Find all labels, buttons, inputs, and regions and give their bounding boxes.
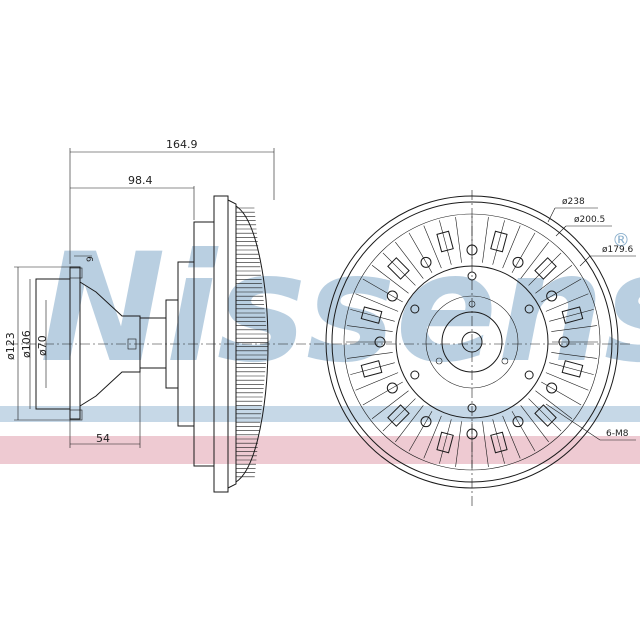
radial-fin [371, 390, 409, 419]
radial-fin [492, 220, 505, 265]
radial-fin [408, 232, 433, 273]
radial-fin [355, 372, 399, 391]
fin-block [490, 431, 508, 454]
fin-block [436, 230, 454, 253]
watermark-logo: Nissens [40, 222, 640, 396]
hub-hole [435, 357, 443, 365]
radial-fin [371, 265, 409, 294]
fin-block [360, 306, 383, 324]
watermark-registered-mark: ® [612, 230, 630, 251]
radial-fin [350, 362, 395, 375]
radial-fin [362, 278, 403, 303]
radial-fin [549, 362, 594, 375]
dim-flange-diameter: ø123 [4, 332, 17, 360]
dim-pilot-diameter: ø70 [36, 335, 49, 356]
dim-base-length: 54 [96, 432, 110, 445]
radial-fin [511, 411, 536, 452]
outer-rim [325, 195, 619, 489]
fin-boss [546, 382, 558, 394]
front-view: ø238 ø200.5 ø179.6 6-M8 [325, 190, 636, 506]
bolt-hole [524, 370, 534, 380]
fin-block [534, 257, 557, 280]
radial-fin [551, 325, 597, 332]
fin-block [561, 306, 584, 324]
bolt-hole [410, 370, 420, 380]
bolt-hole [467, 271, 477, 281]
radial-fin [528, 398, 562, 432]
radial-fin [492, 419, 505, 464]
fin-boss [512, 256, 524, 268]
dim-flange-thickness: 9 [86, 256, 96, 262]
radial-fin [502, 415, 521, 459]
radial-fin [423, 225, 442, 269]
radial-fin [482, 217, 489, 263]
fin-block [387, 404, 410, 427]
radial-fin [347, 352, 393, 359]
fin-boss [466, 244, 478, 256]
radial-fin [528, 252, 562, 286]
center-body [395, 265, 549, 419]
fin-boss [546, 290, 558, 302]
radial-fin [545, 293, 589, 312]
radial-fin [395, 405, 424, 443]
radial-fin [541, 278, 582, 303]
hub-hole [468, 300, 476, 308]
radial-fin [535, 390, 573, 419]
radial-fin [408, 411, 433, 452]
fin-boss [420, 416, 432, 428]
bolt-hole [524, 304, 534, 314]
radial-fin [382, 252, 416, 286]
fin-boss [466, 428, 478, 440]
radial-fin [439, 419, 452, 464]
watermark-stripe-pink [0, 436, 640, 464]
fin-boss [420, 256, 432, 268]
dim-bolt-circle: ø106 [20, 330, 33, 358]
fin-boss [386, 290, 398, 302]
radial-fin [355, 293, 399, 312]
fin-block [436, 431, 454, 454]
radial-fin [535, 265, 573, 294]
radial-fin [395, 241, 424, 279]
dim-hub-length: 98.4 [128, 174, 153, 187]
radial-fin [549, 309, 594, 322]
fin-block [360, 360, 383, 378]
radial-fin [551, 352, 597, 359]
radial-fin [439, 220, 452, 265]
radial-fin [502, 225, 521, 269]
radial-fin [482, 421, 489, 467]
fin-block [387, 257, 410, 280]
fin-boss [374, 336, 386, 348]
fin-block [490, 230, 508, 253]
bolt-hole [410, 304, 420, 314]
fin-boss [512, 416, 524, 428]
fin-boss [386, 382, 398, 394]
hub-hole [501, 357, 509, 365]
radial-fin [520, 241, 549, 279]
radial-fin [347, 325, 393, 332]
fin-block [534, 404, 557, 427]
fin-block [561, 360, 584, 378]
dim-outer-diameter: ø238 [562, 197, 585, 207]
side-view: 164.9 98.4 9 ø123 ø106 ø70 54 [4, 138, 630, 493]
radial-fin [545, 372, 589, 391]
dim-fin-diameter: ø200.5 [574, 215, 605, 225]
bolt-hole [467, 403, 477, 413]
radial-fin [455, 421, 462, 467]
radial-fin [423, 415, 442, 459]
radial-fin [511, 232, 536, 273]
radial-fin [382, 398, 416, 432]
radial-fin [362, 381, 403, 406]
pilot-boss [35, 278, 71, 410]
center-hub [441, 311, 503, 373]
radial-fin [350, 309, 395, 322]
radial-fin [541, 381, 582, 406]
radial-fin [520, 405, 549, 443]
dim-body-diameter: ø179.6 [602, 245, 634, 255]
fin-pattern [346, 216, 598, 468]
radial-fin [455, 217, 462, 263]
dim-overall-length: 164.9 [166, 138, 198, 151]
fin-boss [558, 336, 570, 348]
bolt-spec-label: 6-M8 [606, 429, 629, 439]
